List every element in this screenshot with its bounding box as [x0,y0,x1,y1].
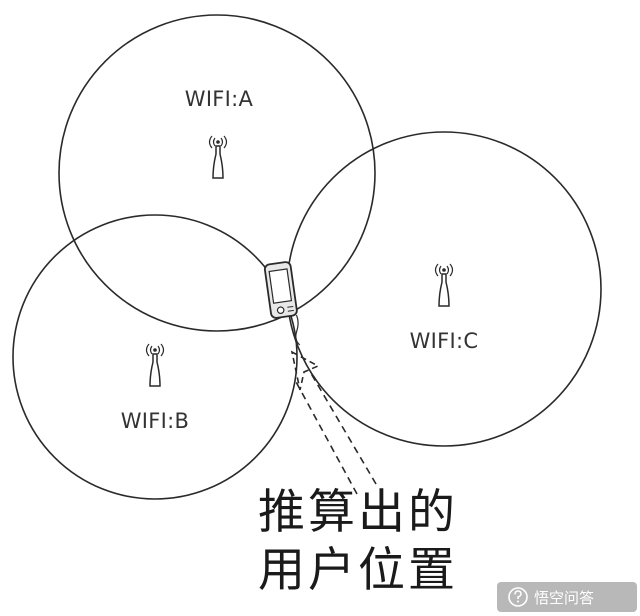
access-point-a: WIFI:A [185,87,254,179]
watermark: 悟空问答 [497,582,637,612]
access-point-label-c: WIFI:C [410,329,479,353]
watermark-text: 悟空问答 [534,589,594,607]
question-bubble-icon [508,587,528,607]
access-point-label-a: WIFI:A [185,87,254,111]
caption: 推算出的 用户位置 [258,485,458,598]
coverage-circle-b [12,214,298,500]
pointer-arrow [290,350,377,495]
coverage-circle-a [58,14,376,332]
antenna-icon [208,135,228,179]
access-point-label-b: WIFI:B [121,409,190,433]
antenna-icon [434,263,454,307]
caption-line-2: 用户位置 [258,543,458,598]
coverage-circles [12,14,602,500]
caption-line-1: 推算出的 [258,485,458,540]
access-point-b: WIFI:B [121,343,190,433]
mobile-phone-icon [263,261,301,346]
access-point-c: WIFI:C [410,263,479,353]
antenna-icon [145,343,165,387]
